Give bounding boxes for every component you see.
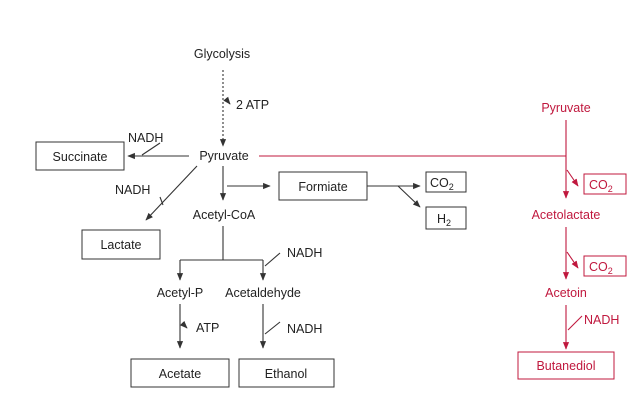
h2-main-text: H	[437, 212, 446, 226]
atp-glycolysis-label: 2 ATP	[236, 98, 269, 112]
lactate-label: Lactate	[100, 238, 141, 252]
nadh-lactate-label: NADH	[115, 183, 150, 197]
nadh-butanediol-tick	[567, 315, 583, 331]
co2-label: CO2	[430, 176, 454, 192]
nadh-butanediol-label: NADH	[584, 313, 619, 327]
acetylcoa-label: Acetyl-CoA	[193, 208, 256, 222]
formiate-to-h2-arrow	[397, 185, 421, 208]
acetylp-label: Acetyl-P	[157, 286, 204, 300]
co2-1-sub-text: 2	[608, 184, 613, 194]
lactate-box	[81, 229, 161, 260]
co2-box-2	[583, 255, 627, 277]
nadh-ethanol-tick	[264, 321, 281, 335]
pyruvate-label: Pyruvate	[199, 149, 248, 163]
acetolactate-label: Acetolactate	[532, 208, 601, 222]
ethanol-label: Ethanol	[265, 367, 307, 381]
h2-sub-text: 2	[446, 218, 451, 228]
nadh-acetaldehyde-tick	[264, 252, 281, 267]
co2-2-label: CO2	[589, 260, 613, 276]
h2-box	[425, 206, 467, 230]
nadh-lactate-tick	[159, 196, 164, 206]
acetate-label: Acetate	[159, 367, 201, 381]
nadh-succinate-tick	[141, 142, 161, 156]
nadh-acetaldehyde-label: NADH	[287, 246, 322, 260]
co2-1-label: CO2	[589, 178, 613, 194]
co2-main-text: CO	[430, 176, 449, 190]
nadh-succinate-label: NADH	[128, 131, 163, 145]
h2-label: H2	[437, 212, 451, 228]
butanediol-label: Butanediol	[536, 359, 595, 373]
co2-1-main-text: CO	[589, 178, 608, 192]
co2-release-1-arrow	[566, 169, 579, 187]
succinate-label: Succinate	[53, 150, 108, 164]
atp-acetate-arrow	[179, 320, 188, 329]
ethanol-box	[238, 358, 335, 388]
butanediol-box	[517, 351, 615, 380]
succinate-box	[35, 141, 125, 171]
co2-2-main-text: CO	[589, 260, 608, 274]
nadh-ethanol-label: NADH	[287, 322, 322, 336]
co2-box-1	[583, 173, 627, 195]
formiate-label: Formiate	[298, 180, 347, 194]
co2-2-sub-text: 2	[608, 266, 613, 276]
atp-glycolysis-arrow	[223, 96, 231, 105]
co2-release-2-arrow	[566, 251, 579, 269]
formiate-box	[278, 171, 368, 201]
glycolysis-label: Glycolysis	[194, 47, 250, 61]
pyruvate-to-lactate-arrow	[145, 165, 198, 221]
acetaldehyde-label: Acetaldehyde	[225, 286, 301, 300]
co2-box	[425, 171, 467, 193]
butanediol-pyruvate-label: Pyruvate	[541, 101, 590, 115]
co2-sub-text: 2	[449, 182, 454, 192]
atp-acetate-label: ATP	[196, 321, 219, 335]
acetoin-label: Acetoin	[545, 286, 587, 300]
acetate-box	[130, 358, 230, 388]
